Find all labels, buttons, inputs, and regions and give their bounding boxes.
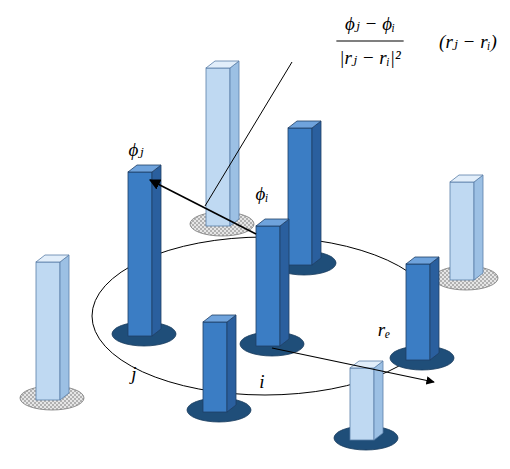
formula-numerator: ϕⱼ − ϕᵢ: [345, 14, 395, 35]
value-label: ϕᵢ: [256, 184, 269, 205]
particle-bar: [256, 219, 289, 346]
formula-vector: (rⱼ − rᵢ): [439, 32, 497, 53]
fraction-bar: [336, 40, 403, 41]
gradient-arrow: [150, 180, 256, 234]
bar-side: [474, 175, 483, 280]
bar-front: [256, 226, 280, 346]
value-label: ϕⱼ: [129, 140, 144, 161]
particle-bar: [450, 175, 483, 280]
radius-label: rₑ: [378, 320, 390, 341]
bar-side: [280, 219, 289, 346]
bar-top: [288, 121, 321, 128]
index-label: j: [131, 364, 136, 385]
bar-top: [256, 219, 289, 226]
particle-bar: [406, 257, 439, 360]
particle-bar: [350, 361, 383, 440]
bar-side: [374, 361, 383, 440]
bar-front: [450, 182, 474, 280]
bar-top: [203, 315, 236, 322]
bar-front: [406, 264, 430, 360]
bar-top: [128, 165, 161, 172]
bar-front: [350, 368, 374, 440]
bar-side: [230, 61, 239, 226]
index-label: i: [259, 372, 264, 393]
bar-front: [288, 128, 312, 265]
leader-line: [205, 62, 292, 206]
bar-front: [36, 262, 60, 400]
bar-top: [206, 61, 239, 68]
particle-bar: [288, 121, 321, 265]
bar-side: [312, 121, 321, 265]
particle-bar: [36, 255, 69, 400]
particle-bar: [206, 61, 239, 226]
bar-top: [406, 257, 439, 264]
bar-top: [350, 361, 383, 368]
bar-top: [36, 255, 69, 262]
bar-side: [152, 165, 161, 336]
bar-top: [450, 175, 483, 182]
particle-bar: [128, 165, 161, 336]
bar-side: [430, 257, 439, 360]
bar-side: [227, 315, 236, 412]
bar-front: [128, 172, 152, 336]
radius-arrow: [272, 348, 434, 382]
bar-front: [206, 68, 230, 226]
bar-side: [60, 255, 69, 400]
bar-front: [203, 322, 227, 412]
particle-bar: [203, 315, 236, 412]
formula-denominator: |rⱼ − rᵢ|²: [339, 48, 400, 69]
